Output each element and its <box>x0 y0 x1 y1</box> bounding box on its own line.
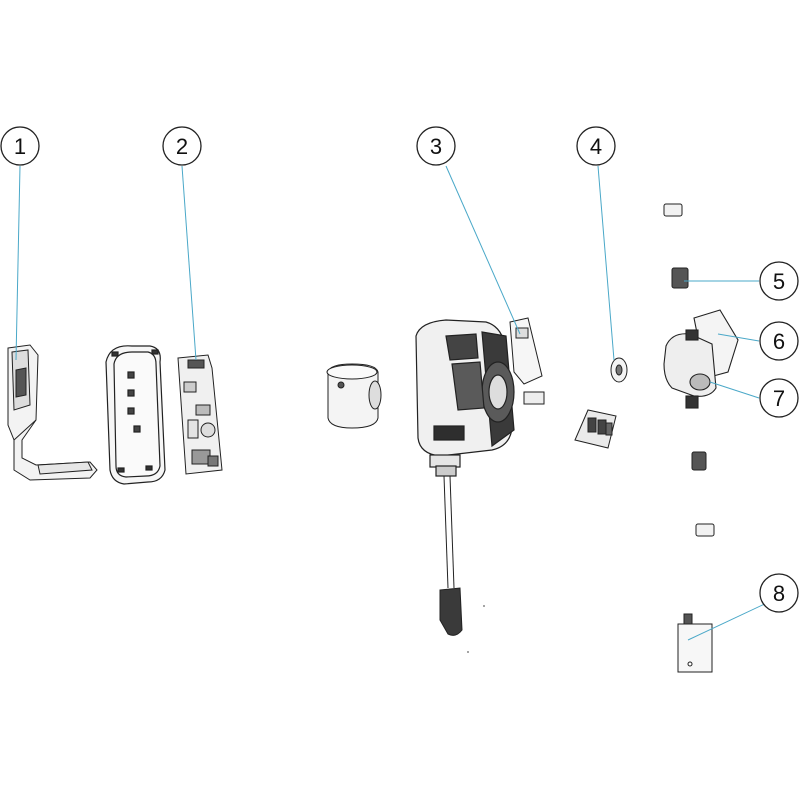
leader-line-1 <box>15 165 21 361</box>
leader-line-8 <box>687 600 772 641</box>
part-terminal-block <box>574 409 617 449</box>
stray-marks <box>467 605 485 653</box>
part-connector-seal <box>610 357 628 383</box>
part-main-housing <box>415 319 515 477</box>
part-cartridge <box>677 613 713 673</box>
leader-line-3 <box>445 165 521 335</box>
callout-label-1: 1 <box>14 134 26 159</box>
part-power-cable <box>439 475 463 636</box>
part-flow-cell <box>663 309 739 409</box>
leader-line-6 <box>717 333 760 342</box>
part-front-cover <box>105 345 166 485</box>
callout-5: 5 <box>759 261 799 301</box>
callout-label-4: 4 <box>590 134 602 159</box>
callout-3: 3 <box>416 126 456 166</box>
callout-6: 6 <box>759 321 799 361</box>
leader-line-2 <box>181 165 197 361</box>
callout-1: 1 <box>0 126 40 166</box>
callout-4: 4 <box>576 126 616 166</box>
callouts: 1 2 3 4 5 6 7 8 <box>0 126 799 613</box>
callout-label-8: 8 <box>773 581 785 606</box>
callout-7: 7 <box>759 378 799 418</box>
callout-label-7: 7 <box>773 386 785 411</box>
part-wall-bracket <box>7 344 98 481</box>
callout-label-3: 3 <box>430 134 442 159</box>
leader-lines <box>15 165 772 641</box>
callout-8: 8 <box>759 573 799 613</box>
part-fittings <box>663 203 715 537</box>
callout-label-5: 5 <box>773 269 785 294</box>
callout-2: 2 <box>162 126 202 166</box>
part-pcb <box>177 354 223 475</box>
part-motor-puck <box>326 363 382 429</box>
leader-line-4 <box>597 165 615 361</box>
callout-label-6: 6 <box>773 329 785 354</box>
leader-line-7 <box>709 381 760 399</box>
part-housing-label <box>509 317 545 405</box>
callout-label-2: 2 <box>176 134 188 159</box>
